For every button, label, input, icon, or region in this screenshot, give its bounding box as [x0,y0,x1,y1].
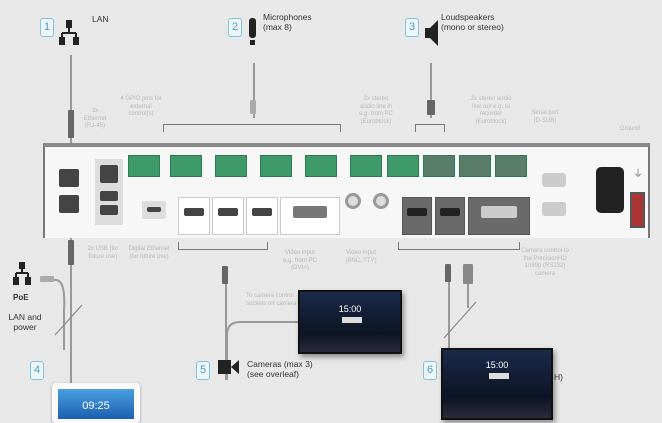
dvi-input-dark[interactable] [468,197,530,235]
mic-connector[interactable] [170,155,202,177]
loudspeakers-label: Loudspeakers(mono or stereo) [441,12,504,32]
serial-label: Serial port (D-SUB) [531,110,559,124]
poe-caption: LAN and power [8,312,42,332]
ground-label: Ground [619,126,640,132]
microphone-icon [249,18,256,45]
usb-ethernet-group [95,159,123,225]
touch-plug [68,240,74,265]
camera-icon [218,360,239,374]
badge-1: 1 [40,18,54,37]
digital-ethernet-port[interactable] [142,201,166,219]
lan-icon [59,20,79,45]
hdmi-output[interactable] [212,197,244,235]
microphones-label: Microphones(max 8) [263,12,312,32]
cable-break [443,301,477,339]
lan-cable [70,55,72,143]
hdmi-input[interactable] [402,197,432,235]
ethernet-label: 3x Ethernet (RJ-45) [83,108,107,129]
audio-in-connector[interactable] [387,155,419,177]
touch-time: 09:25 [82,400,110,412]
hdmi-output[interactable] [178,197,210,235]
mic-connector[interactable] [215,155,247,177]
poe-label: PoE [13,293,29,302]
display-2: 15:00 [441,348,553,420]
speaker-bracket [415,124,445,132]
badge-6: 6 [423,361,437,380]
mic-bracket [163,124,341,132]
power-socket[interactable] [596,167,624,213]
usb-port[interactable] [100,191,118,201]
bnc-connector[interactable] [345,193,361,209]
display-1-apps [342,317,362,323]
display-1: 15:00 [298,290,402,354]
hdmi-plug [445,264,451,282]
display-bracket [398,242,520,250]
badge-2: 2 [228,18,242,37]
ground-icon: ⏚ [633,169,643,180]
hdmi-bracket [178,242,268,250]
poe-plug [40,276,54,282]
camera-control-cable [226,321,300,380]
lan-plug [68,110,74,138]
speaker-cable [430,63,432,118]
serial-port[interactable] [542,173,566,187]
dvi-input[interactable] [280,197,340,235]
audio-out-connector[interactable] [459,155,491,177]
usb-label: 2x USB (for future use) [87,246,119,260]
audio-in-label: 2x stereo audio line in e.g. from PC (Eu… [359,96,393,125]
dsub-plug [463,264,473,284]
ethernet-port[interactable] [59,169,79,187]
usb-port[interactable] [100,205,118,215]
serial-port[interactable] [542,202,566,216]
hdmi-output[interactable] [246,197,278,235]
digital-ethernet-label: Digital Ethernet (for future use) [128,246,170,260]
gpio-connector[interactable] [128,155,160,177]
badge-5: 5 [196,361,210,380]
mic-plug [250,100,256,114]
cameras-label: Cameras (max 3)(see overleaf) [247,359,313,379]
bnc-label: Video input (BNC, TTY) [345,250,377,264]
badge-3: 3 [405,18,419,37]
speaker-plug [427,100,435,115]
mic-connector[interactable] [260,155,292,177]
touch-screen: 09:25 [58,389,134,419]
audio-in-connector[interactable] [350,155,382,177]
codec-back-panel: ⏚ [43,143,650,238]
gpio-label: 4 GPIO pins for external control(s) [120,96,162,117]
badge-4: 4 [30,361,44,380]
lan-label: LAN [92,14,109,24]
power-switch[interactable] [630,192,645,228]
touch-panel: 09:25 [52,383,140,423]
camera-plug [222,266,228,284]
display-label: H) [554,372,563,382]
display-1-time: 15:00 [338,304,362,314]
display-cable [448,268,450,348]
bnc-connector[interactable] [373,193,389,209]
display-2-time: 15:00 [485,360,509,370]
camera-control-label: Camera control to the PrecisionHD 1080p … [521,248,569,277]
serial-cable [467,268,469,308]
speaker-icon [425,20,438,46]
dvi-label: Video input e.g. from PC (DVI-I) [283,250,317,271]
hdmi-input[interactable] [435,197,465,235]
camera-cable [225,270,227,380]
mic-cable [253,63,255,118]
audio-out-connector[interactable] [495,155,527,177]
audio-out-label: 2x stereo audio line out e.g. to recorde… [470,96,512,125]
poe-lan-icon [13,262,31,285]
cable-curve [53,278,83,350]
speaker-connector[interactable] [423,155,455,177]
display-2-apps [489,373,509,379]
ethernet-port[interactable] [59,195,79,213]
touch-cable [70,238,72,383]
mic-connector[interactable] [305,155,337,177]
camera-sockets-label: To camera control sockets on camera [246,293,297,307]
